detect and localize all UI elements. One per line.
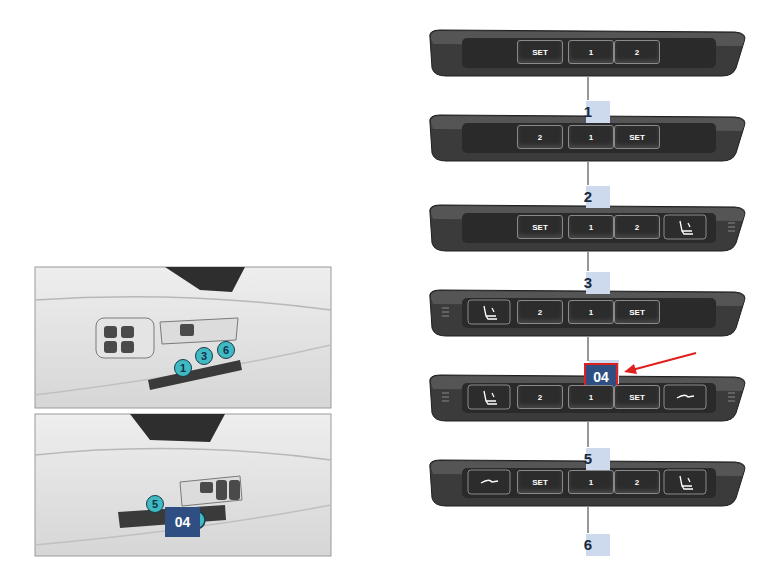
memory-button: 2: [517, 300, 563, 324]
memory-button: SET: [614, 385, 660, 409]
node-text: 1: [180, 362, 186, 374]
callout-number: 2: [578, 188, 598, 205]
node-text: SET: [629, 133, 645, 142]
memory-button: 2: [614, 40, 660, 64]
memory-button: 1: [568, 125, 614, 149]
callout-number: 5: [578, 450, 598, 467]
node-text: 1: [589, 223, 593, 232]
callout-number: 1: [578, 103, 598, 120]
node-text: SET: [532, 48, 548, 57]
callout-number: 3: [578, 274, 598, 291]
node-text: SET: [532, 223, 548, 232]
node-text: SET: [629, 308, 645, 317]
node-text: 2: [538, 393, 542, 402]
node-text: 2: [538, 308, 542, 317]
node-text: 2: [635, 223, 639, 232]
memory-button: SET: [614, 125, 660, 149]
node-text: 6: [223, 344, 229, 356]
highlight-tag: 04: [165, 507, 200, 537]
memory-button: 2: [517, 125, 563, 149]
callout-number: 1: [174, 359, 192, 377]
memory-button: SET: [517, 40, 563, 64]
callout-number: 6: [578, 536, 598, 553]
node-text: 3: [201, 350, 207, 362]
node-text: SET: [532, 478, 548, 487]
memory-button: 1: [568, 40, 614, 64]
node-text: 2: [635, 48, 639, 57]
memory-button: 1: [568, 300, 614, 324]
memory-button: SET: [517, 470, 563, 494]
memory-button: 2: [614, 215, 660, 239]
callout-number: 5: [146, 495, 164, 513]
callout-number: 3: [195, 347, 213, 365]
node-text: 1: [589, 133, 593, 142]
callout-number: 6: [217, 341, 235, 359]
memory-button: 2: [517, 385, 563, 409]
node-text: 2: [635, 478, 639, 487]
memory-button: 2: [614, 470, 660, 494]
node-text: 1: [589, 393, 593, 402]
memory-button: 1: [568, 215, 614, 239]
memory-button: SET: [517, 215, 563, 239]
node-text: 2: [538, 133, 542, 142]
memory-button: 1: [568, 470, 614, 494]
node-text: 04: [593, 369, 609, 385]
node-text: SET: [629, 393, 645, 402]
node-text: 1: [589, 478, 593, 487]
memory-button: 1: [568, 385, 614, 409]
node-text: 04: [175, 514, 191, 530]
node-text: 1: [589, 308, 593, 317]
node-text: 5: [152, 498, 158, 510]
memory-button: SET: [614, 300, 660, 324]
node-text: 1: [589, 48, 593, 57]
